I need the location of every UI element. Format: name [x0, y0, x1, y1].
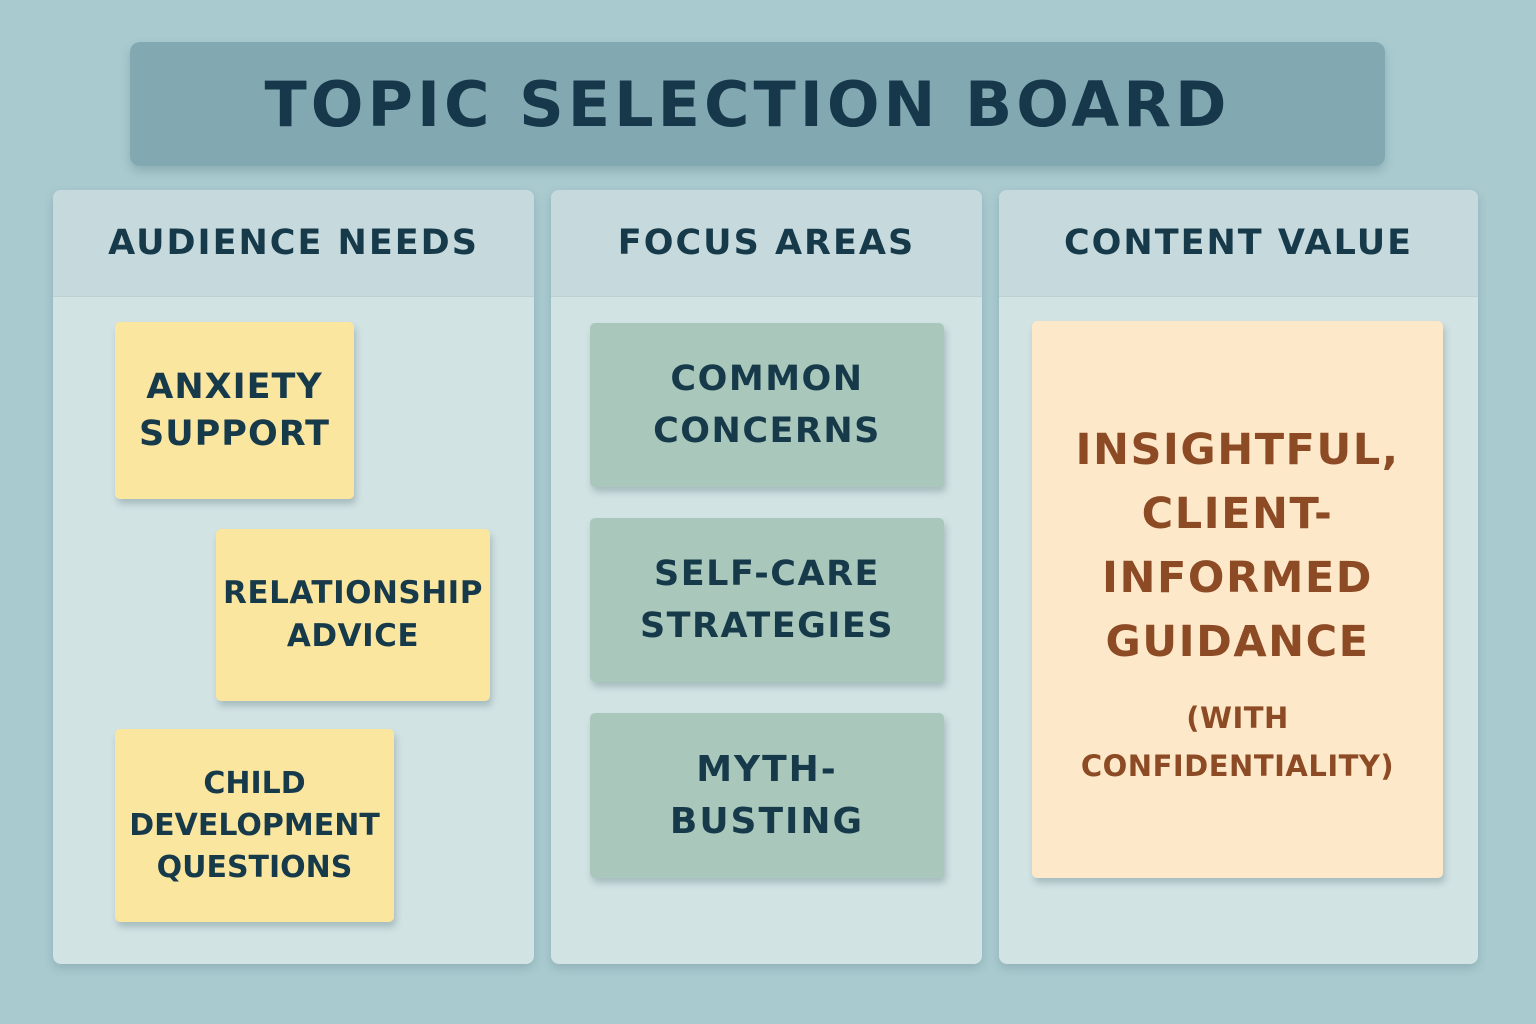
note-line: ADVICE: [286, 618, 420, 654]
note-text: MYTH- BUSTING: [670, 744, 864, 848]
note-line: RELATIONSHIP: [223, 575, 483, 611]
note-text: CHILD DEVELOPMENT QUESTIONS: [129, 763, 380, 889]
note-line: SELF-CARE: [654, 554, 880, 594]
note-myth-busting[interactable]: MYTH- BUSTING: [590, 713, 944, 878]
note-line: CLIENT-: [1141, 488, 1334, 539]
note-line: DEVELOPMENT: [129, 807, 380, 843]
note-text: SELF-CARE STRATEGIES: [640, 548, 894, 652]
note-line: CONFIDENTIALITY): [1080, 748, 1395, 783]
note-common-concerns[interactable]: COMMON CONCERNS: [590, 323, 944, 487]
note-line: INFORMED: [1102, 552, 1373, 603]
title-banner: TOPIC SELECTION BOARD: [130, 42, 1385, 166]
column-header: FOCUS AREAS: [551, 190, 982, 297]
note-line: MYTH-: [696, 748, 838, 790]
note-sub-text: (WITH CONFIDENTIALITY): [1081, 694, 1394, 790]
note-line: QUESTIONS: [156, 849, 353, 885]
note-line: INSIGHTFUL,: [1075, 424, 1400, 475]
note-text: COMMON CONCERNS: [653, 353, 881, 457]
column-header: AUDIENCE NEEDS: [53, 190, 534, 297]
note-self-care-strategies[interactable]: SELF-CARE STRATEGIES: [590, 518, 944, 682]
note-content-value[interactable]: INSIGHTFUL, CLIENT- INFORMED GUIDANCE (W…: [1032, 321, 1443, 878]
note-line: COMMON: [670, 359, 864, 399]
note-line: ANXIETY: [146, 366, 323, 407]
column-title-audience-needs: AUDIENCE NEEDS: [108, 223, 479, 263]
note-line: (WITH: [1186, 700, 1289, 735]
note-line: CHILD: [203, 765, 306, 801]
note-line: SUPPORT: [139, 413, 330, 454]
column-header: CONTENT VALUE: [999, 190, 1478, 297]
note-line: GUIDANCE: [1105, 616, 1370, 667]
note-main-text: INSIGHTFUL, CLIENT- INFORMED GUIDANCE: [1075, 418, 1399, 674]
note-text: ANXIETY SUPPORT: [139, 364, 330, 458]
note-line: CONCERNS: [653, 411, 881, 451]
note-line: STRATEGIES: [639, 606, 895, 646]
note-child-development-questions[interactable]: CHILD DEVELOPMENT QUESTIONS: [115, 729, 394, 922]
column-title-focus-areas: FOCUS AREAS: [617, 223, 916, 263]
note-relationship-advice[interactable]: RELATIONSHIP ADVICE: [216, 529, 490, 701]
board-title: TOPIC SELECTION BOARD: [264, 67, 1231, 141]
column-title-content-value: CONTENT VALUE: [1063, 223, 1414, 263]
note-line: BUSTING: [669, 800, 865, 842]
note-text: RELATIONSHIP ADVICE: [223, 572, 483, 658]
note-anxiety-support[interactable]: ANXIETY SUPPORT: [115, 322, 354, 499]
